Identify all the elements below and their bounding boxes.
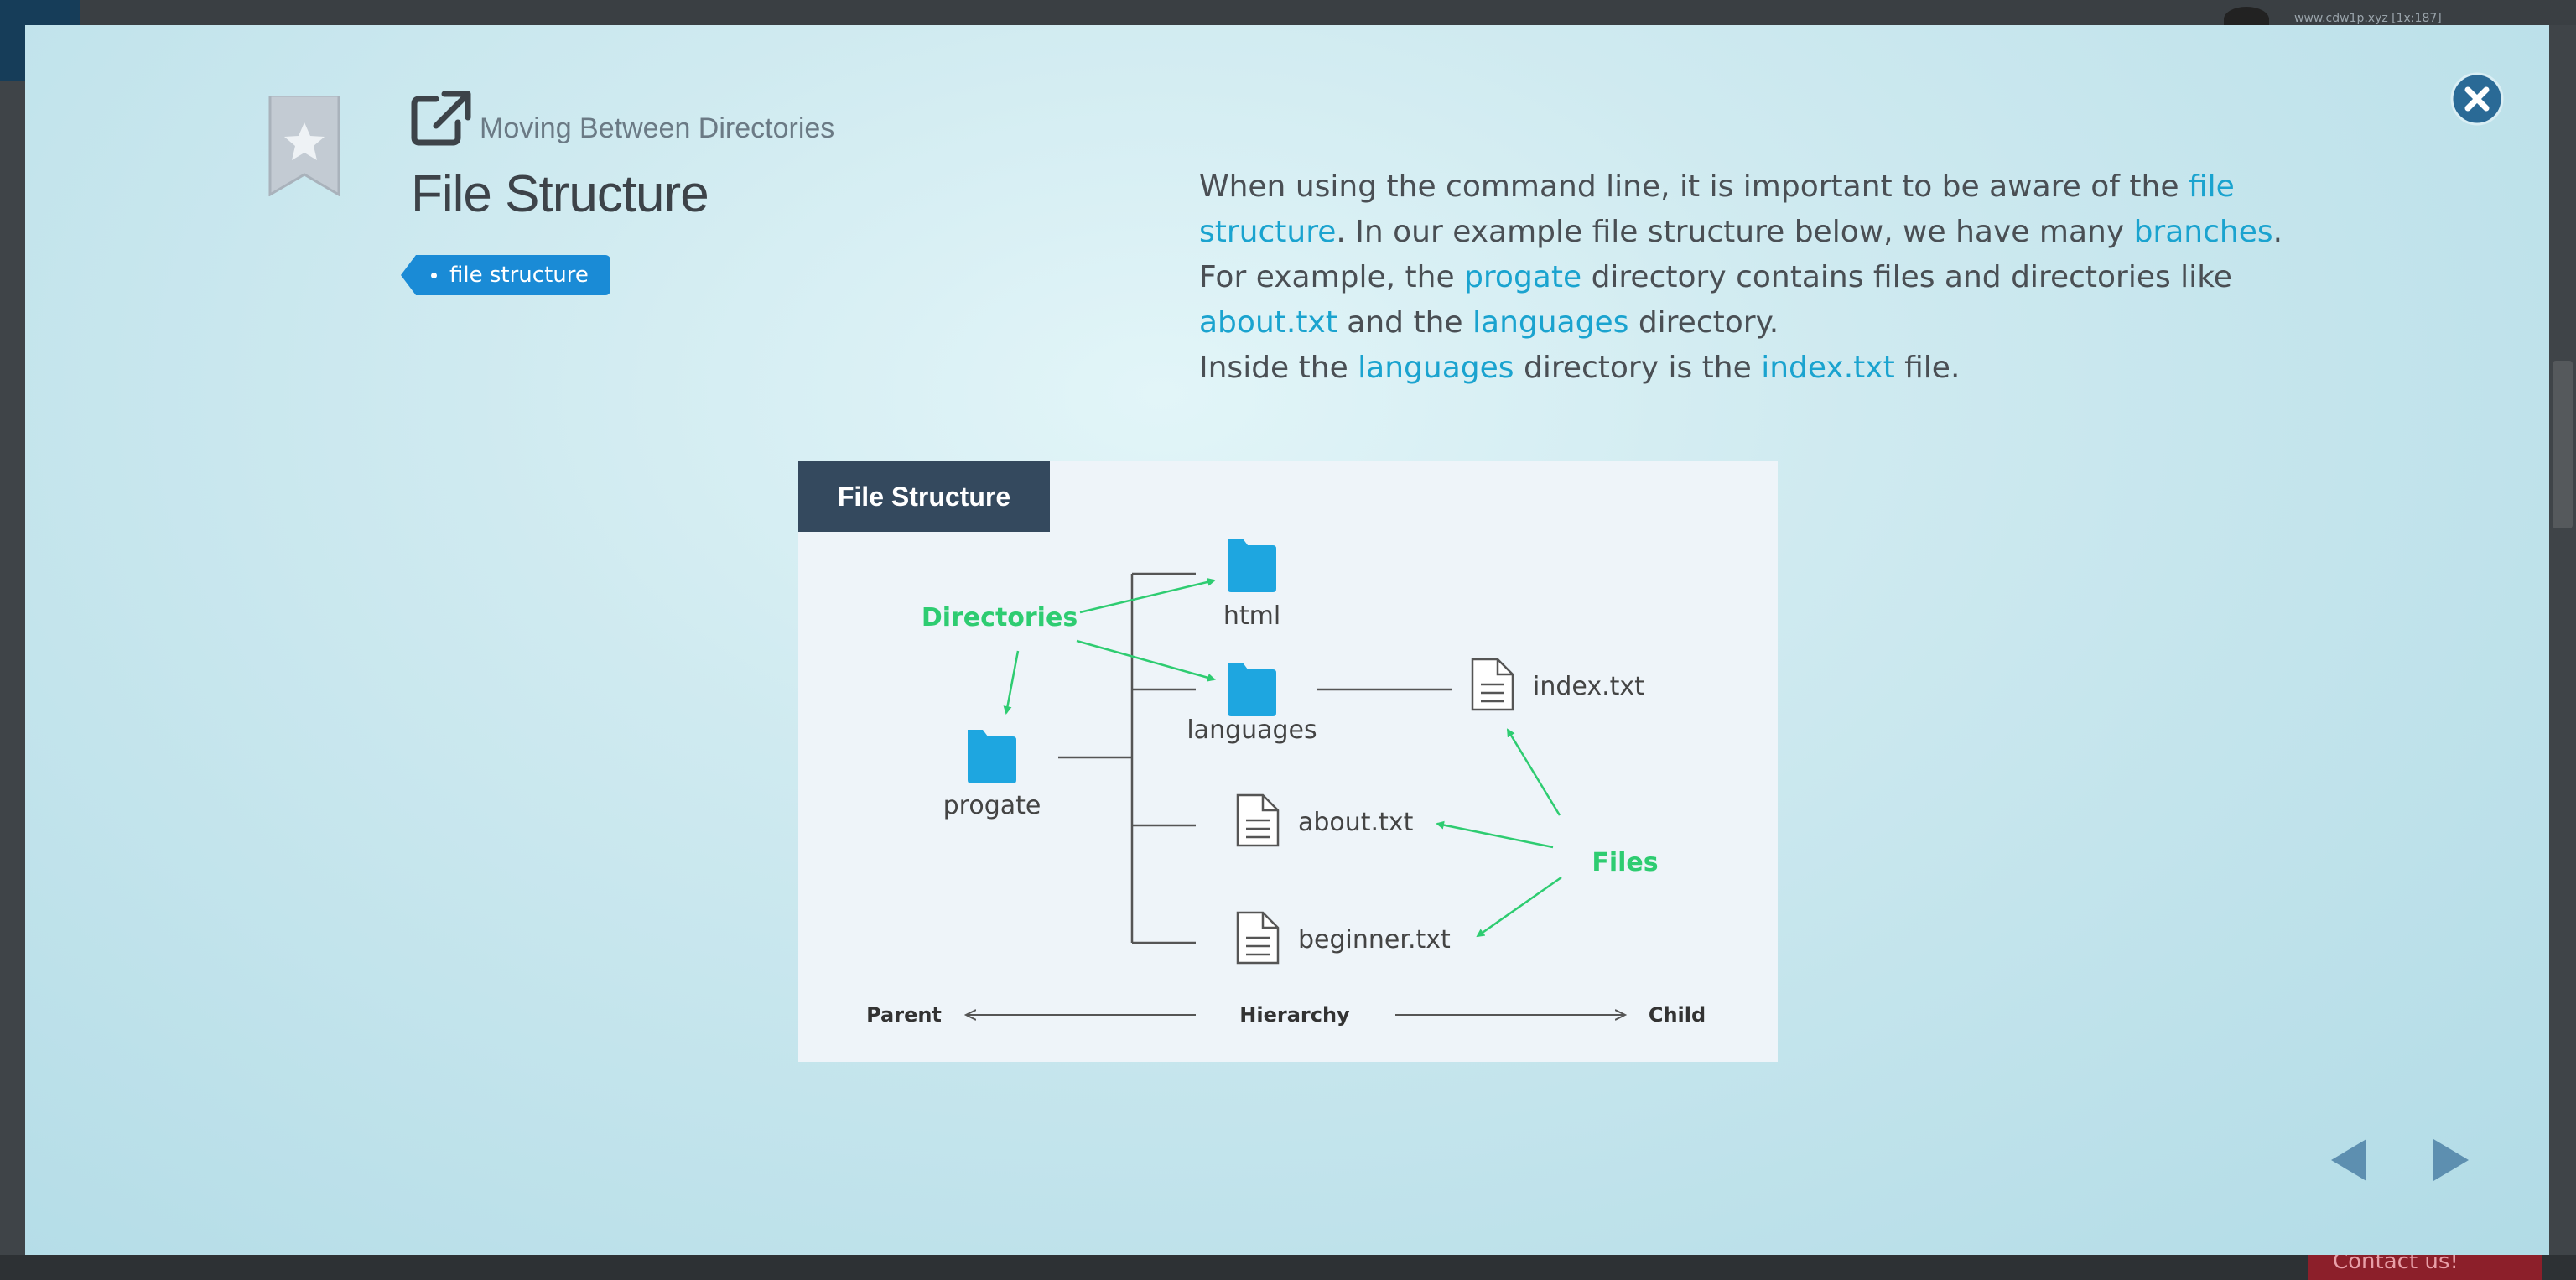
keyword-link[interactable]: about.txt — [1199, 305, 1337, 340]
bookmark-star-icon[interactable] — [268, 96, 340, 196]
description-text: file. — [1894, 351, 1961, 385]
close-circle-icon[interactable] — [2450, 72, 2504, 126]
folder-icon — [1228, 663, 1276, 716]
file-label-beginner: beginner.txt — [1298, 925, 1451, 955]
background-scrollbar[interactable] — [2553, 361, 2573, 528]
background-bottom-bar — [0, 1255, 2576, 1280]
label-files: Files — [1592, 848, 1658, 877]
breadcrumb[interactable]: Moving Between Directories — [480, 112, 835, 144]
axis-label-child: Child — [1649, 1003, 1706, 1027]
description-text: directory is the — [1514, 351, 1762, 385]
description-text: Inside the — [1199, 351, 1358, 385]
tag-dot — [431, 273, 437, 278]
description-text: directory. — [1628, 305, 1779, 340]
keyword-link[interactable]: languages — [1472, 305, 1629, 340]
folder-label-languages: languages — [1187, 715, 1317, 745]
triangle-right-icon[interactable] — [2430, 1137, 2472, 1183]
page-title: File Structure — [411, 165, 709, 223]
description-text: directory contains files and directories… — [1581, 260, 2232, 294]
lesson-modal: Moving Between Directories File Structur… — [25, 25, 2549, 1255]
description-paragraph-1: When using the command line, it is impor… — [1199, 164, 2289, 346]
folder-icon — [1228, 539, 1276, 592]
folder-label-html: html — [1223, 601, 1280, 631]
background-top-bar — [0, 0, 2576, 25]
tag-file-structure[interactable]: file structure — [401, 255, 610, 295]
label-directories: Directories — [922, 603, 1078, 632]
diagram-header: File Structure — [798, 461, 1050, 532]
tree-lines — [1058, 572, 1452, 944]
keyword-link[interactable]: progate — [1464, 260, 1582, 294]
description-paragraph-2: Inside the languages directory is the in… — [1199, 346, 2289, 391]
file-icon — [1236, 793, 1280, 847]
folder-icon — [968, 730, 1016, 783]
keyword-link[interactable]: index.txt — [1761, 351, 1895, 385]
keyword-link[interactable]: languages — [1358, 351, 1514, 385]
triangle-left-icon[interactable] — [2328, 1137, 2370, 1183]
description-text: . For example, the — [1199, 215, 2283, 294]
description-text: When using the command line, it is impor… — [1199, 169, 2189, 204]
description-text: and the — [1337, 305, 1472, 340]
axis-label-hierarchy: Hierarchy — [1239, 1003, 1350, 1027]
diagram-canvas: html languages progate index.txt about.t… — [866, 539, 1706, 1027]
folder-label-progate: progate — [943, 791, 1041, 820]
file-label-index: index.txt — [1533, 672, 1644, 701]
file-icon — [1471, 658, 1514, 711]
external-link-icon[interactable] — [411, 91, 471, 146]
background-url-text: www.cdw1p.xyz [1x:187] — [2294, 12, 2442, 25]
file-label-about: about.txt — [1298, 808, 1414, 837]
keyword-link[interactable]: file structure — [1199, 169, 2235, 249]
lesson-description: When using the command line, it is impor… — [1199, 164, 2289, 391]
file-icon — [1236, 911, 1280, 965]
file-structure-diagram: html languages progate index.txt about.t… — [798, 461, 1778, 1062]
axis-label-parent: Parent — [866, 1003, 942, 1027]
green-arrows — [1003, 577, 1562, 938]
keyword-link[interactable]: branches — [2133, 215, 2273, 249]
description-text: . In our example file structure below, w… — [1336, 215, 2134, 249]
tag-label: file structure — [449, 263, 589, 288]
